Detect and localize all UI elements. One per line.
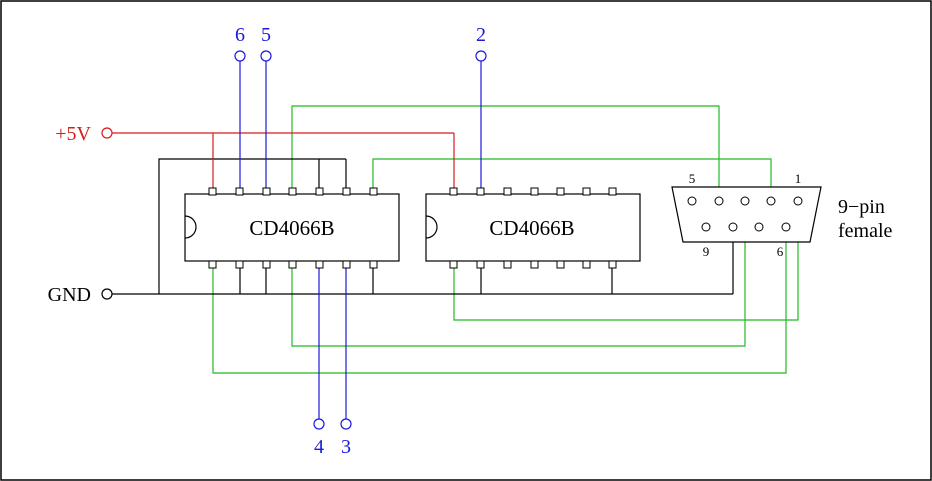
chip-1-notch	[184, 215, 197, 239]
terminal-5	[260, 50, 272, 62]
terminal-2	[475, 50, 487, 62]
db9-num-1: 1	[795, 171, 802, 186]
ground-wires	[112, 158, 734, 295]
terminals	[101, 50, 487, 430]
green-wires	[212, 105, 799, 374]
pin-label-6: 6	[235, 24, 245, 46]
db9-pins	[687, 196, 803, 232]
ground-label: GND	[48, 284, 91, 306]
terminal-vcc	[101, 127, 113, 139]
terminal-gnd	[101, 288, 113, 300]
db9-connector: 5 1 9 6 9−pin female	[671, 171, 893, 259]
power-label: +5V	[55, 123, 91, 145]
chip-2: CD4066B	[425, 187, 641, 269]
chip-1: CD4066B	[184, 187, 400, 269]
chip-2-notch	[425, 215, 438, 239]
db9-num-6: 6	[777, 244, 784, 259]
power-wires	[112, 132, 455, 188]
pin-label-5: 5	[261, 24, 271, 46]
wire-chip1-bot4-to-db9	[291, 206, 746, 347]
chip-2-pins	[449, 187, 617, 269]
db9-shell	[671, 186, 822, 243]
wire-chip1-top7-to-db9-pin2	[372, 158, 772, 194]
pin-label-2: 2	[476, 24, 486, 46]
db9-title-line2: female	[838, 220, 893, 242]
gnd-left-loop	[158, 158, 346, 294]
db9-title-line1: 9−pin	[838, 196, 885, 218]
wire-chip1-top4-to-db9-pin5	[291, 105, 720, 194]
chip-1-body	[184, 193, 400, 262]
db9-num-9: 9	[703, 244, 710, 259]
chip-2-label: CD4066B	[489, 216, 574, 240]
terminal-6	[234, 50, 246, 62]
pin-label-4: 4	[314, 436, 324, 458]
wire-chip1-bot1-to-db9	[212, 232, 787, 374]
db9-num-5: 5	[689, 171, 696, 186]
chip-2-body	[425, 193, 641, 262]
terminal-3	[340, 418, 352, 430]
chip-1-label: CD4066B	[249, 216, 334, 240]
terminal-4	[313, 418, 325, 430]
pin-label-3: 3	[341, 436, 351, 458]
chip-1-pins	[208, 187, 378, 269]
signal-wires	[239, 61, 482, 419]
